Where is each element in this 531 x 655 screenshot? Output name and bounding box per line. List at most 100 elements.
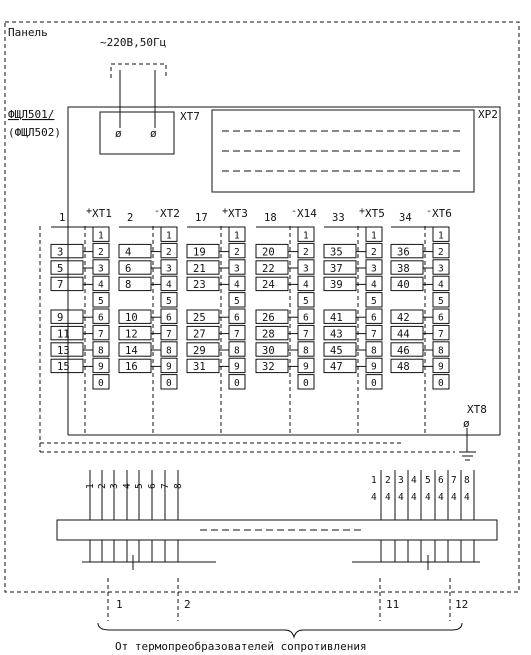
block-4-pin-4 xyxy=(297,275,315,292)
harness-left-label: 1 xyxy=(85,483,96,489)
block-5-wire-label: 39 xyxy=(330,279,343,291)
block-3-wire-label: 19 xyxy=(193,246,206,258)
harness-right-label-bottom: 4 xyxy=(451,492,457,503)
block-4-wire-label: 30 xyxy=(262,345,275,357)
block-6-first-wire: 34 xyxy=(399,212,412,224)
block-1-wire-label: 11 xyxy=(57,328,70,340)
block-3-pin-label-1: 1 xyxy=(234,231,240,242)
block-2-pin-label-2: 2 xyxy=(166,247,172,258)
xp2-connector xyxy=(211,109,475,193)
harness-left-label: 3 xyxy=(109,483,120,489)
block-1-wire-label: 13 xyxy=(57,345,70,357)
block-2-pin-7 xyxy=(160,324,178,341)
block-2-wire-label: 12 xyxy=(125,328,138,340)
block-5-pin-7 xyxy=(365,324,383,341)
block-5-wire-label: 47 xyxy=(330,361,343,373)
block-6-pin-label-9: 9 xyxy=(438,362,444,373)
harness-right-label-bottom: 4 xyxy=(411,492,417,503)
block-4-pin-7 xyxy=(297,324,315,341)
block-3-pin-label-0: 0 xyxy=(234,378,240,389)
block-2-pin-8 xyxy=(160,341,178,357)
block-2-pin-label-0: 0 xyxy=(166,378,172,389)
block-2-pin-4 xyxy=(160,275,178,292)
block-6-pin-0 xyxy=(432,374,450,390)
block-1-pin-0 xyxy=(92,374,110,390)
block-3-pin-3 xyxy=(228,259,246,275)
block-4-pin-0 xyxy=(297,374,315,390)
block-3-pin-6 xyxy=(228,308,246,324)
block-4-pin-label-9: 9 xyxy=(303,362,309,373)
block-1-pin-label-3: 3 xyxy=(98,263,104,274)
harness-right-label-bottom: 4 xyxy=(425,492,431,503)
block-1-pin-label-2: 2 xyxy=(98,247,104,258)
block-5-pin-label-9: 9 xyxy=(371,362,377,373)
block-2-wire-label: 10 xyxy=(125,312,138,324)
harness-left-label: 6 xyxy=(147,483,158,489)
block-6-wire-label: 48 xyxy=(397,361,410,373)
block-3-sign: + xyxy=(222,206,228,217)
block-3-pin-2 xyxy=(228,242,246,259)
block-2-pin-label-9: 9 xyxy=(166,362,172,373)
footer-caption: От термопреобразователей сопротивления xyxy=(115,640,367,653)
block-1-pin-7 xyxy=(92,324,110,341)
panel-title: Панель xyxy=(8,26,48,39)
block-1-wire-label: 15 xyxy=(57,361,70,373)
block-5-pin-9 xyxy=(365,357,383,374)
device-label-line2: (ФЩЛ502) xyxy=(8,126,61,139)
block-5-wire-label: 41 xyxy=(330,312,343,324)
block-5-pin-4 xyxy=(365,275,383,292)
block-5-pin-label-8: 8 xyxy=(371,345,377,356)
block-3-pin-8 xyxy=(228,341,246,357)
block-6-pin-6 xyxy=(432,308,450,324)
block-2-pin-9 xyxy=(160,357,178,374)
block-2-pin-label-7: 7 xyxy=(166,329,172,340)
harness-left-label: 2 xyxy=(97,483,108,489)
block-6-id: XT6 xyxy=(432,207,452,220)
block-5-id: XT5 xyxy=(365,207,385,220)
block-2-wire-label: 8 xyxy=(125,279,131,291)
block-1-first-wire: 1 xyxy=(59,212,65,224)
panel-boundary xyxy=(4,21,520,593)
block-1-pin-1 xyxy=(92,226,110,242)
xt7-terminal-1: ø xyxy=(115,127,122,140)
block-5-wire-label: 43 xyxy=(330,328,343,340)
block-4-pin-5 xyxy=(297,292,315,308)
block-5-pin-label-7: 7 xyxy=(371,329,377,340)
block-3-pin-1 xyxy=(228,226,246,242)
block-3-pin-label-9: 9 xyxy=(234,362,240,373)
block-5-pin-0 xyxy=(365,374,383,390)
block-1-wire-label: 9 xyxy=(57,312,63,324)
block-2-pin-3 xyxy=(160,259,178,275)
block-2-id: XT2 xyxy=(160,207,180,220)
harness-right-label-top: 6 xyxy=(438,475,444,486)
harness-right-label-top: 2 xyxy=(385,475,391,486)
block-6-pin-2 xyxy=(432,242,450,259)
block-3-wire-label: 29 xyxy=(193,345,206,357)
block-4-pin-label-2: 2 xyxy=(303,247,309,258)
block-3-pin-label-4: 4 xyxy=(234,280,240,291)
block-1-wire-label: 7 xyxy=(57,279,63,291)
block-1-pin-4 xyxy=(92,275,110,292)
xt8-label: XT8 xyxy=(467,403,487,416)
block-4-pin-1 xyxy=(297,226,315,242)
block-6-pin-5 xyxy=(432,292,450,308)
harness-right-label-top: 3 xyxy=(398,475,404,486)
block-3-wire-label: 25 xyxy=(193,312,206,324)
block-1-pin-label-9: 9 xyxy=(98,362,104,373)
block-5-pin-5 xyxy=(365,292,383,308)
block-2-pin-2 xyxy=(160,242,178,259)
block-6-pin-3 xyxy=(432,259,450,275)
block-3-pin-0 xyxy=(228,374,246,390)
block-3-pin-9 xyxy=(228,357,246,374)
block-4-pin-label-8: 8 xyxy=(303,345,309,356)
block-4-pin-label-0: 0 xyxy=(303,378,309,389)
power-label: ~220В,50Гц xyxy=(100,36,166,49)
device-label-line1: ФЩЛ501/ xyxy=(8,108,54,121)
block-1-sign: + xyxy=(86,206,92,217)
harness-right-label-bottom: 4 xyxy=(385,492,391,503)
harness-right-label-bottom: 4 xyxy=(464,492,470,503)
block-3-pin-label-5: 5 xyxy=(234,296,240,307)
sensor-label-1: 1 xyxy=(116,598,123,611)
block-4-wire-label: 32 xyxy=(262,361,275,373)
